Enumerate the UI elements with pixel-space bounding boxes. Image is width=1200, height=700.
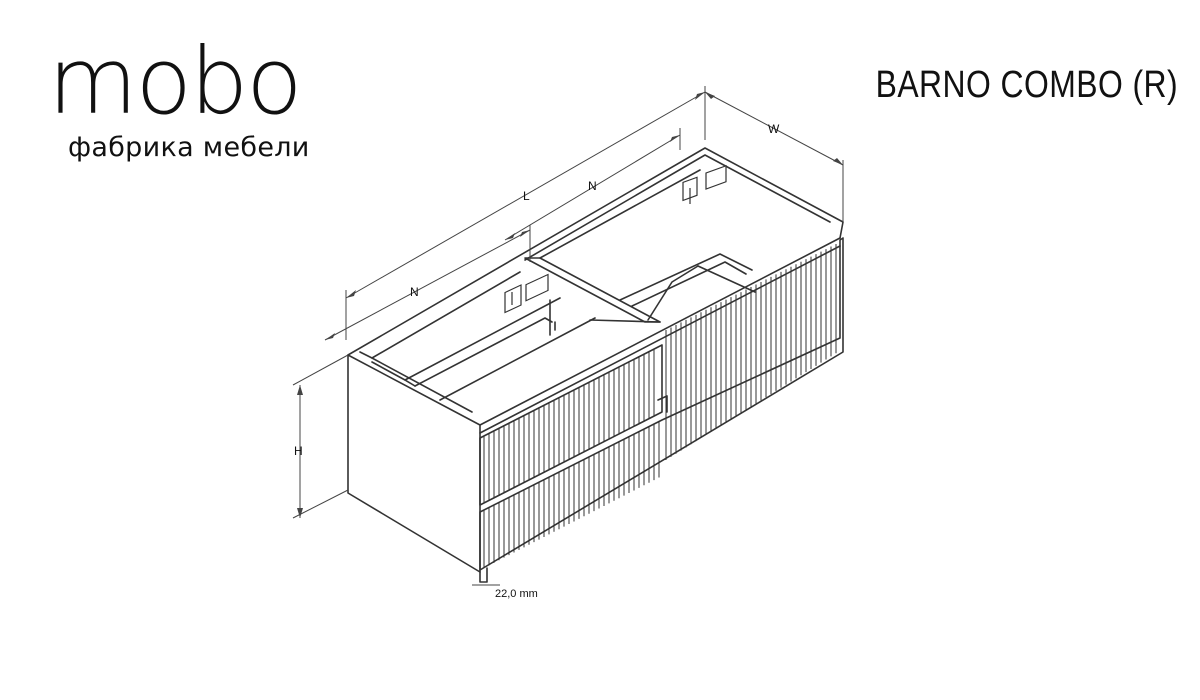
hinge-bracket-left: [504, 273, 549, 314]
ribs-lower-drawer: [483, 421, 660, 568]
dimension-label-leg: 22,0 mm: [495, 588, 538, 600]
brand-logo: mobo: [48, 28, 303, 135]
leg: [479, 567, 488, 583]
dimension-label-w: W: [768, 122, 780, 136]
lower-drawer-front: [479, 237, 844, 571]
top-back-rim: [347, 147, 844, 356]
brand-tagline: фабрика мебели: [68, 132, 310, 163]
left-side-panel: [347, 354, 481, 573]
top-front-rim: [479, 237, 841, 426]
dimension-arrows: [297, 92, 843, 518]
dimension-labels: L N N W H 22,0 mm: [294, 122, 780, 600]
dimension-label-l: L: [523, 189, 530, 203]
dimension-label-h: H: [294, 444, 303, 458]
upper-drawer-front: [479, 344, 663, 506]
cabinet-outline: [347, 147, 844, 583]
hinge-bracket-right: [682, 164, 727, 204]
product-title: BARNO COMBO (R): [875, 64, 1178, 106]
ribs-right-door: [665, 244, 837, 460]
dimension-label-n-left: N: [410, 285, 419, 299]
ribs-upper-drawer: [483, 349, 655, 503]
dimension-lines: [292, 86, 844, 586]
dimension-label-n-right: N: [588, 179, 597, 193]
